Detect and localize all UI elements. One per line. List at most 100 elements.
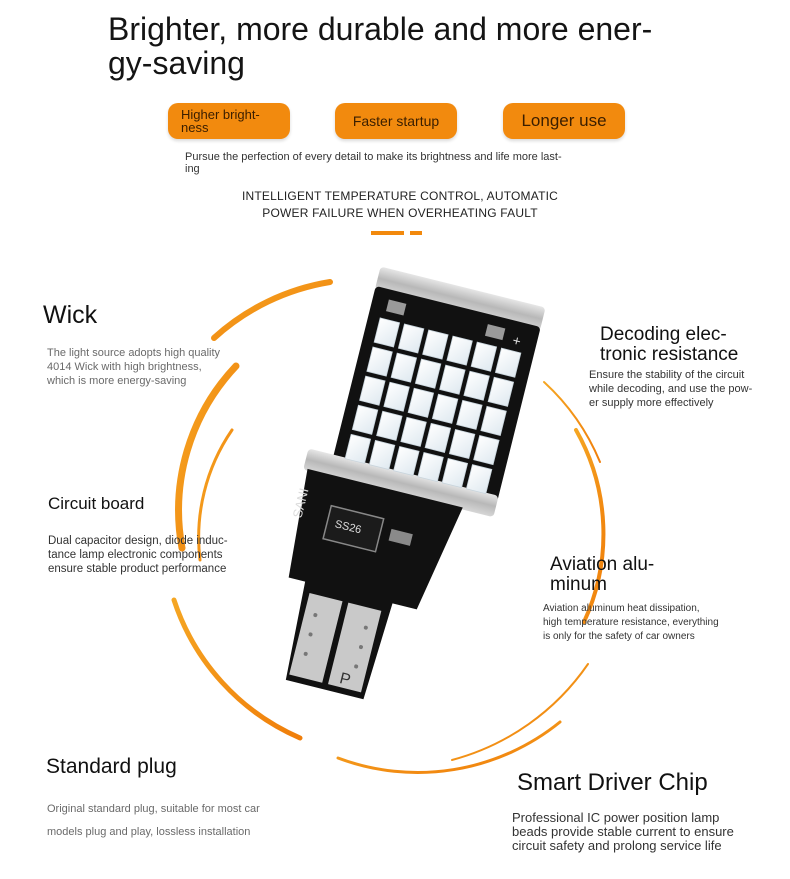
wick-desc-line: The light source adopts high quality: [47, 347, 221, 359]
led-chip: [400, 416, 427, 447]
decoding-desc-line: Ensure the stability of the circuit: [589, 369, 745, 381]
wick-desc-line: 4014 Wick with high brightness,: [47, 361, 202, 373]
wick-desc: The light source adopts high quality 401…: [47, 346, 267, 388]
aviation-title-line: minum: [550, 574, 608, 595]
decoding-desc: Ensure the stability of the circuit whil…: [589, 368, 789, 410]
led-chip: [463, 370, 490, 401]
wick-desc-line: which is more energy-saving: [47, 375, 187, 387]
circuit-board-desc: Dual capacitor design, diode induc- tanc…: [48, 534, 268, 576]
pill-label: Faster startup: [352, 113, 440, 129]
led-array: [344, 317, 522, 495]
aviation-aluminum-title: Aviation alu- minum: [550, 555, 730, 595]
divider-dash-long: [371, 231, 404, 235]
led-chip: [383, 381, 410, 412]
led-chip: [446, 335, 473, 366]
ring-arc-right: [574, 428, 606, 624]
plug-desc-line: Original standard plug, suitable for mos…: [47, 803, 260, 815]
led-chip: [448, 428, 476, 460]
circuit-desc-line: ensure stable product performance: [48, 563, 227, 575]
led-chip: [424, 422, 452, 453]
led-chip: [344, 433, 372, 464]
led-chip: [397, 323, 425, 354]
pill-label: Longer use: [521, 111, 607, 130]
led-chip: [441, 458, 469, 489]
led-chip: [376, 410, 403, 441]
plug-contact-right: [328, 602, 382, 693]
led-chip: [366, 346, 393, 377]
chip-desc-line: beads provide stable current to ensure: [512, 824, 734, 839]
led-chip: [439, 364, 466, 395]
plug-desc-line: models plug and play, lossless installat…: [47, 826, 251, 838]
subline-line-2: ing: [185, 163, 200, 175]
ring-arc-left: [175, 362, 240, 552]
divider-dash-short: [410, 231, 422, 235]
wick-title: Wick: [43, 301, 98, 329]
led-chip: [456, 399, 483, 430]
ic-chip: [322, 504, 385, 553]
pill-longer-use: Longer use: [503, 103, 625, 139]
feature-caption: INTELLIGENT TEMPERATURE CONTROL, AUTOMAT…: [200, 188, 600, 222]
capacitor: [388, 528, 413, 546]
contact-dot: [358, 645, 363, 650]
led-chip: [465, 464, 493, 495]
decoding-desc-line: er supply more effectively: [589, 397, 714, 409]
chip-desc-line: circuit safety and prolong service life: [512, 838, 722, 853]
aviation-desc-line: is only for the safety of car owners: [543, 631, 695, 642]
contact-dot: [313, 613, 318, 618]
decoding-title-line: Decoding elec-: [600, 324, 727, 345]
silk-p-text: P: [338, 670, 352, 689]
subline-text: Pursue the perfection of every detail to…: [185, 151, 615, 175]
silk-plus-text: +: [511, 332, 523, 350]
led-chip: [373, 317, 401, 348]
ring-arc-bottom-left: [171, 597, 303, 741]
headline-line-1: Brighter, more durable and more ener-: [108, 11, 653, 47]
led-chip: [359, 375, 386, 406]
decoding-title: Decoding elec- tronic resistance: [600, 325, 780, 365]
circuit-board-title: Circuit board: [48, 494, 145, 513]
smart-driver-chip-desc: Professional IC power position lamp bead…: [512, 811, 782, 853]
bulb: SANI SS26 + P: [285, 267, 545, 700]
circuit-desc-line: Dual capacitor design, diode induc-: [48, 535, 228, 547]
pill-higher-brightness: Higher bright- ness: [168, 103, 290, 139]
led-chip: [480, 405, 507, 436]
ring-arc-left-inner: [197, 428, 234, 562]
resistor-component: [385, 299, 407, 316]
subline-line-1: Pursue the perfection of every detail to…: [185, 151, 562, 163]
pill-label-line-2: ness: [181, 120, 209, 135]
led-chip: [351, 404, 379, 435]
contact-dot: [303, 651, 308, 656]
caption-line-1: INTELLIGENT TEMPERATURE CONTROL, AUTOMAT…: [242, 189, 558, 203]
led-chip: [407, 387, 435, 418]
contact-dot: [308, 632, 313, 637]
led-chip: [473, 434, 500, 466]
ring-arc-top-left: [211, 279, 333, 341]
led-chip: [487, 376, 515, 407]
aviation-title-line: Aviation alu-: [550, 554, 655, 575]
standard-plug-desc: Original standard plug, suitable for mos…: [47, 798, 327, 844]
ring-arc-bottom: [336, 720, 562, 774]
plug-contact-left: [289, 592, 343, 683]
aviation-desc-line: high temperature resistance, everything: [543, 617, 719, 628]
page-headline: Brighter, more durable and more ener- gy…: [108, 12, 708, 80]
ring-arc-bottom-right: [451, 663, 589, 761]
led-chip: [422, 329, 449, 360]
chip-desc-line: Professional IC power position lamp: [512, 810, 720, 825]
caption-line-2: POWER FAILURE WHEN OVERHEATING FAULT: [262, 206, 538, 220]
led-chip: [393, 445, 420, 477]
contact-dot: [363, 625, 368, 630]
contact-dot: [354, 664, 359, 669]
standard-plug-title: Standard plug: [46, 755, 177, 778]
smart-driver-chip-title: Smart Driver Chip: [517, 769, 708, 796]
led-chip: [470, 341, 498, 372]
decoding-desc-line: while decoding, and use the pow-: [589, 383, 753, 395]
resistor-component: [484, 324, 506, 341]
led-chip: [390, 352, 418, 383]
led-chip: [414, 358, 442, 389]
aluminum-cap-top: [375, 267, 545, 331]
decoding-title-line: tronic resistance: [600, 344, 739, 365]
led-chip: [431, 393, 459, 424]
circuit-desc-line: tance lamp electronic components: [48, 549, 223, 561]
led-chip: [417, 452, 444, 483]
aviation-desc-line: Aviation aluminum heat dissipation,: [543, 603, 700, 614]
